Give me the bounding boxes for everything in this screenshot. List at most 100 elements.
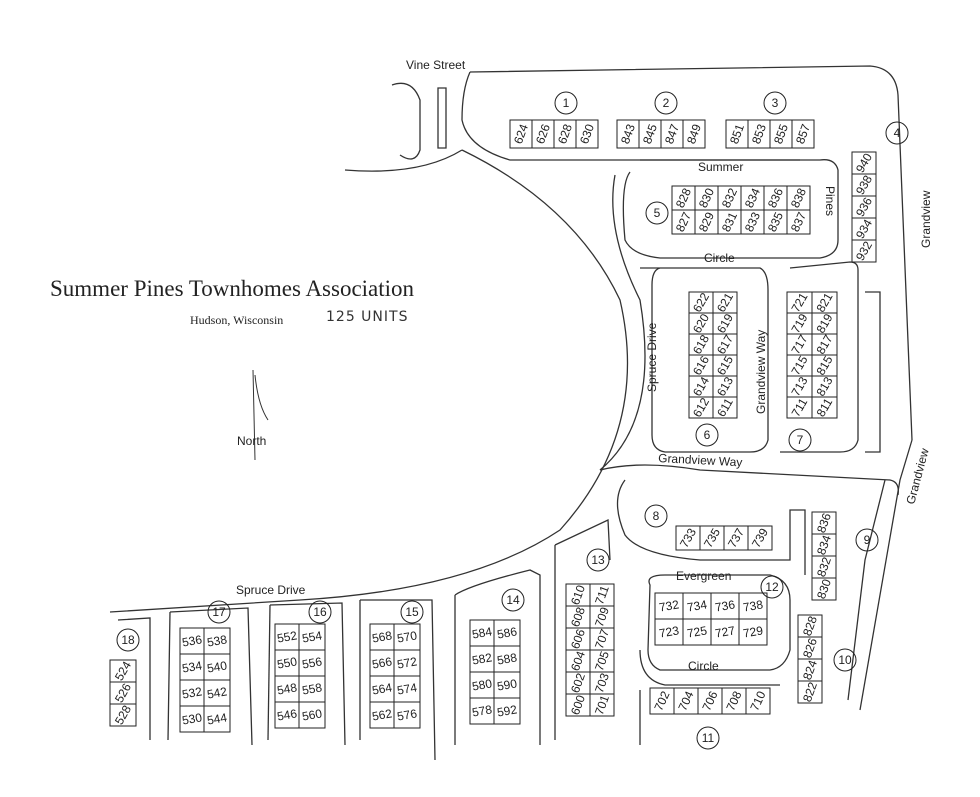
unit-label: 708: [723, 689, 744, 713]
unit-label: 564: [371, 680, 393, 697]
block-15-marker: 15: [400, 600, 424, 624]
unit-label: 837: [788, 210, 809, 234]
block-number: 13: [591, 553, 605, 567]
unit-cell: [791, 119, 815, 149]
unit-label: 847: [662, 122, 682, 146]
block-circle: [833, 648, 857, 672]
unit-cell: [797, 680, 823, 704]
unit-label: 813: [813, 374, 835, 399]
unit-cell: [851, 239, 877, 263]
unit-label: 817: [813, 332, 835, 357]
block-1-marker: 1: [554, 91, 578, 115]
unit-label: 721: [788, 290, 810, 315]
unit-label: 613: [714, 374, 736, 399]
unit-label: 727: [714, 623, 736, 640]
unit-label: 709: [592, 605, 612, 629]
block-number: 11: [702, 731, 715, 745]
unit-label: 542: [206, 684, 228, 701]
unit-label: 624: [511, 122, 531, 146]
unit-cell: [203, 705, 231, 733]
unit-label: 560: [301, 706, 323, 723]
unit-label: 562: [371, 706, 393, 723]
unit-cell: [682, 119, 706, 149]
block-circle: [400, 600, 424, 624]
unit-label: 940: [853, 151, 875, 176]
circle-bottom-label: Circle: [688, 659, 719, 673]
unit-label: 828: [800, 614, 820, 638]
unit-label: 734: [686, 597, 708, 614]
unit-label: 611: [714, 395, 736, 419]
unit-label: 822: [800, 680, 820, 704]
unit-label: 586: [496, 624, 518, 641]
unit-label: 826: [800, 636, 820, 660]
unit-label: 729: [742, 623, 764, 640]
unit-label: 717: [788, 332, 810, 357]
unit-label: 936: [853, 195, 875, 220]
unit-label: 725: [686, 623, 708, 640]
unit-label: 851: [727, 122, 747, 146]
unit-label: 836: [814, 511, 834, 535]
unit-cell: [811, 396, 838, 419]
block-circle: [308, 600, 332, 624]
unit-label: 530: [181, 710, 203, 727]
unit-label: 704: [675, 689, 696, 713]
unit-label: 857: [793, 122, 813, 146]
unit-label: 538: [206, 632, 228, 649]
block-number: 17: [212, 605, 226, 619]
unit-label: 524: [112, 659, 134, 684]
unit-label: 532: [181, 684, 203, 701]
block-8-marker: 8: [644, 504, 668, 528]
unit-label: 526: [112, 681, 134, 706]
block-13-marker: 13: [586, 548, 610, 572]
unit-label: 932: [853, 239, 875, 264]
unit-label: 855: [771, 122, 791, 146]
unit-label: 828: [673, 186, 694, 210]
unit-label: 582: [471, 650, 493, 667]
block-number: 3: [772, 96, 779, 110]
pines-label: Pines: [823, 186, 837, 216]
unit-label: 566: [371, 654, 393, 671]
unit-label: 849: [684, 122, 704, 146]
block-17-marker: 17: [207, 600, 231, 624]
block-number: 12: [765, 580, 779, 594]
unit-label: 705: [592, 649, 612, 673]
spruce-drive-lower-label: Spruce Drive: [236, 583, 306, 597]
block-circle: [586, 548, 610, 572]
unit-label: 934: [853, 217, 875, 242]
block-circle: [116, 628, 140, 652]
unit-label: 829: [696, 210, 717, 234]
handwritten-unit-count: 125 UNITS: [326, 309, 409, 325]
unit-label: 853: [749, 122, 769, 146]
unit-label: 606: [568, 627, 588, 651]
block-5-marker: 5: [645, 201, 669, 225]
unit-label: 739: [749, 526, 771, 551]
unit-label: 548: [276, 680, 298, 697]
block-number: 2: [663, 96, 670, 110]
unit-cell: [493, 697, 521, 725]
unit-label: 615: [714, 353, 736, 378]
unit-label: 621: [714, 290, 736, 315]
spruce-drive-upper-label: Spruce Drive: [645, 322, 659, 392]
unit-label: 554: [301, 628, 323, 645]
circle-top-label: Circle: [704, 251, 735, 265]
unit-label: 572: [396, 654, 418, 671]
unit-label: 737: [725, 526, 747, 551]
summer-label: Summer: [698, 160, 743, 174]
unit-label: 732: [658, 597, 680, 614]
unit-label: 736: [714, 597, 736, 614]
unit-cell: [747, 525, 773, 551]
